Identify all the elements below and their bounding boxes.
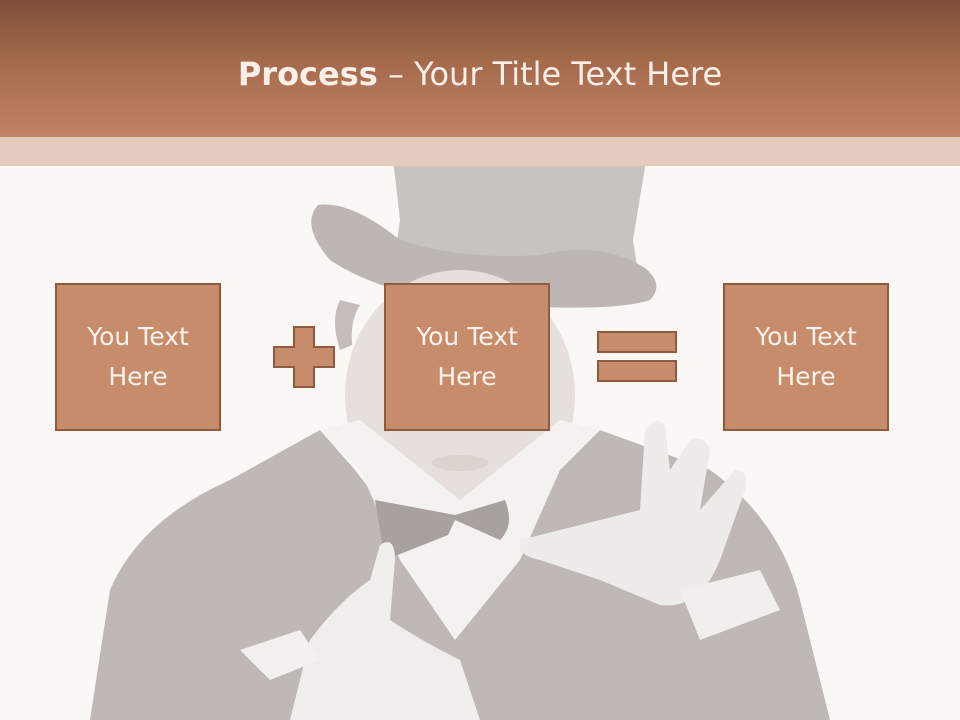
title-bar <box>0 0 960 137</box>
slide-title-rest: Your Title Text Here <box>414 55 723 93</box>
process-box-1[interactable]: You Text Here <box>55 283 221 431</box>
process-box-1-text: You Text Here <box>87 322 189 391</box>
process-box-3-text: You Text Here <box>755 322 857 391</box>
process-box-2[interactable]: You Text Here <box>384 283 550 431</box>
title-bar-accent-strip <box>0 137 960 166</box>
process-box-2-text: You Text Here <box>416 322 518 391</box>
plus-icon <box>273 326 335 388</box>
process-box-3[interactable]: You Text Here <box>723 283 889 431</box>
equals-icon <box>597 331 677 382</box>
slide-title-bold: Process <box>237 55 378 93</box>
slide-title: Process – Your Title Text Here <box>0 52 960 96</box>
slide-title-separator: – <box>377 55 415 93</box>
